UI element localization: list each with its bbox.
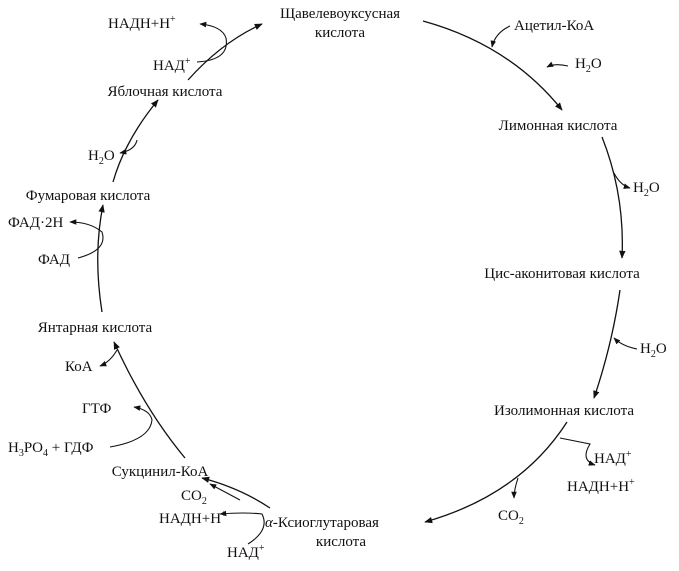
arc-malate-to-oxaloacetate — [187, 23, 263, 81]
label-nad-2: НАД+ — [227, 543, 265, 561]
arrow-nad-1 — [559, 437, 596, 466]
arrow-nad-3 — [196, 21, 227, 63]
label-succinate: Янтарная кислота — [38, 320, 153, 336]
label-nad-1: НАД+ — [594, 449, 632, 467]
arrow-acetyl-coa-in — [490, 25, 511, 48]
arrow-gdp-to-gtp — [109, 405, 153, 448]
arc-akg-to-succinyl-coa — [201, 476, 271, 509]
label-coa: КоА — [65, 359, 93, 375]
label-akg-line2: кислота — [316, 534, 366, 550]
label-nadh-3: НАДН+Н+ — [108, 14, 176, 32]
label-water-3: H2O — [640, 341, 667, 360]
arrow-fad — [69, 219, 104, 259]
label-co2-1: CO2 — [498, 508, 524, 527]
label-malate: Яблочная кислота — [108, 84, 223, 100]
label-isocitrate: Изолимонная кислота — [494, 403, 634, 419]
arrow-water-1-in — [546, 61, 569, 68]
label-h3po4-gdp: H3PO4 + ГДФ — [8, 440, 94, 459]
label-fumarate: Фумаровая кислота — [26, 188, 151, 204]
label-fad: ФАД — [38, 252, 70, 268]
arrow-coa-out — [99, 349, 118, 367]
label-gtp: ГТФ — [82, 401, 112, 417]
label-succinyl-coa: Сукцинил-КоА — [112, 464, 209, 480]
label-acetyl-coa: Ацетил-КоА — [514, 18, 594, 34]
label-cis-aconitate: Цис-аконитовая кислота — [484, 266, 640, 282]
arrow-water-2-out — [613, 172, 631, 189]
label-nadh-1: НАДН+Н+ — [567, 477, 635, 495]
compound-labels: Щавелевоуксусная кислота Лимонная кислот… — [26, 6, 640, 550]
arc-succinate-to-fumarate — [97, 204, 105, 313]
arc-fumarate-to-malate — [112, 99, 159, 183]
arc-citrate-to-cis-aconitate — [601, 136, 626, 259]
cycle-arcs — [97, 20, 626, 524]
cofactor-labels: Ацетил-КоА H2O H2O H2O НАД+ НАДН+Н+ CO2 … — [8, 14, 667, 561]
label-nad-3: НАД+ — [153, 56, 191, 74]
arrow-co2-1-out — [511, 477, 519, 499]
label-oxaloacetate-line1: Щавелевоуксусная — [280, 6, 400, 22]
label-citrate: Лимонная кислота — [499, 118, 618, 134]
side-arrows — [69, 21, 638, 545]
arc-oxaloacetate-to-citrate — [422, 20, 563, 111]
label-fadh2: ФАД·2Н — [8, 215, 63, 231]
label-water-1: H2O — [575, 56, 602, 75]
arrow-nad-2 — [219, 510, 265, 545]
label-nadh-2: НАДН+Н+ — [159, 509, 227, 527]
arrow-water-4-out — [119, 139, 138, 155]
arrow-co2-2-out — [209, 483, 241, 501]
label-oxaloacetate-line2: кислота — [315, 25, 365, 41]
arc-isocitrate-to-akg — [424, 421, 568, 524]
arc-succinyl-coa-to-succinate — [113, 341, 186, 459]
label-water-4: H2O — [88, 148, 115, 167]
label-co2-2: CO2 — [181, 488, 207, 507]
label-water-2: H2O — [633, 180, 660, 199]
arc-cis-aconitate-to-isocitrate — [593, 289, 621, 399]
label-akg-line1: α-Ксиоглутаровая — [265, 515, 379, 531]
arrow-water-3-in — [613, 337, 638, 350]
